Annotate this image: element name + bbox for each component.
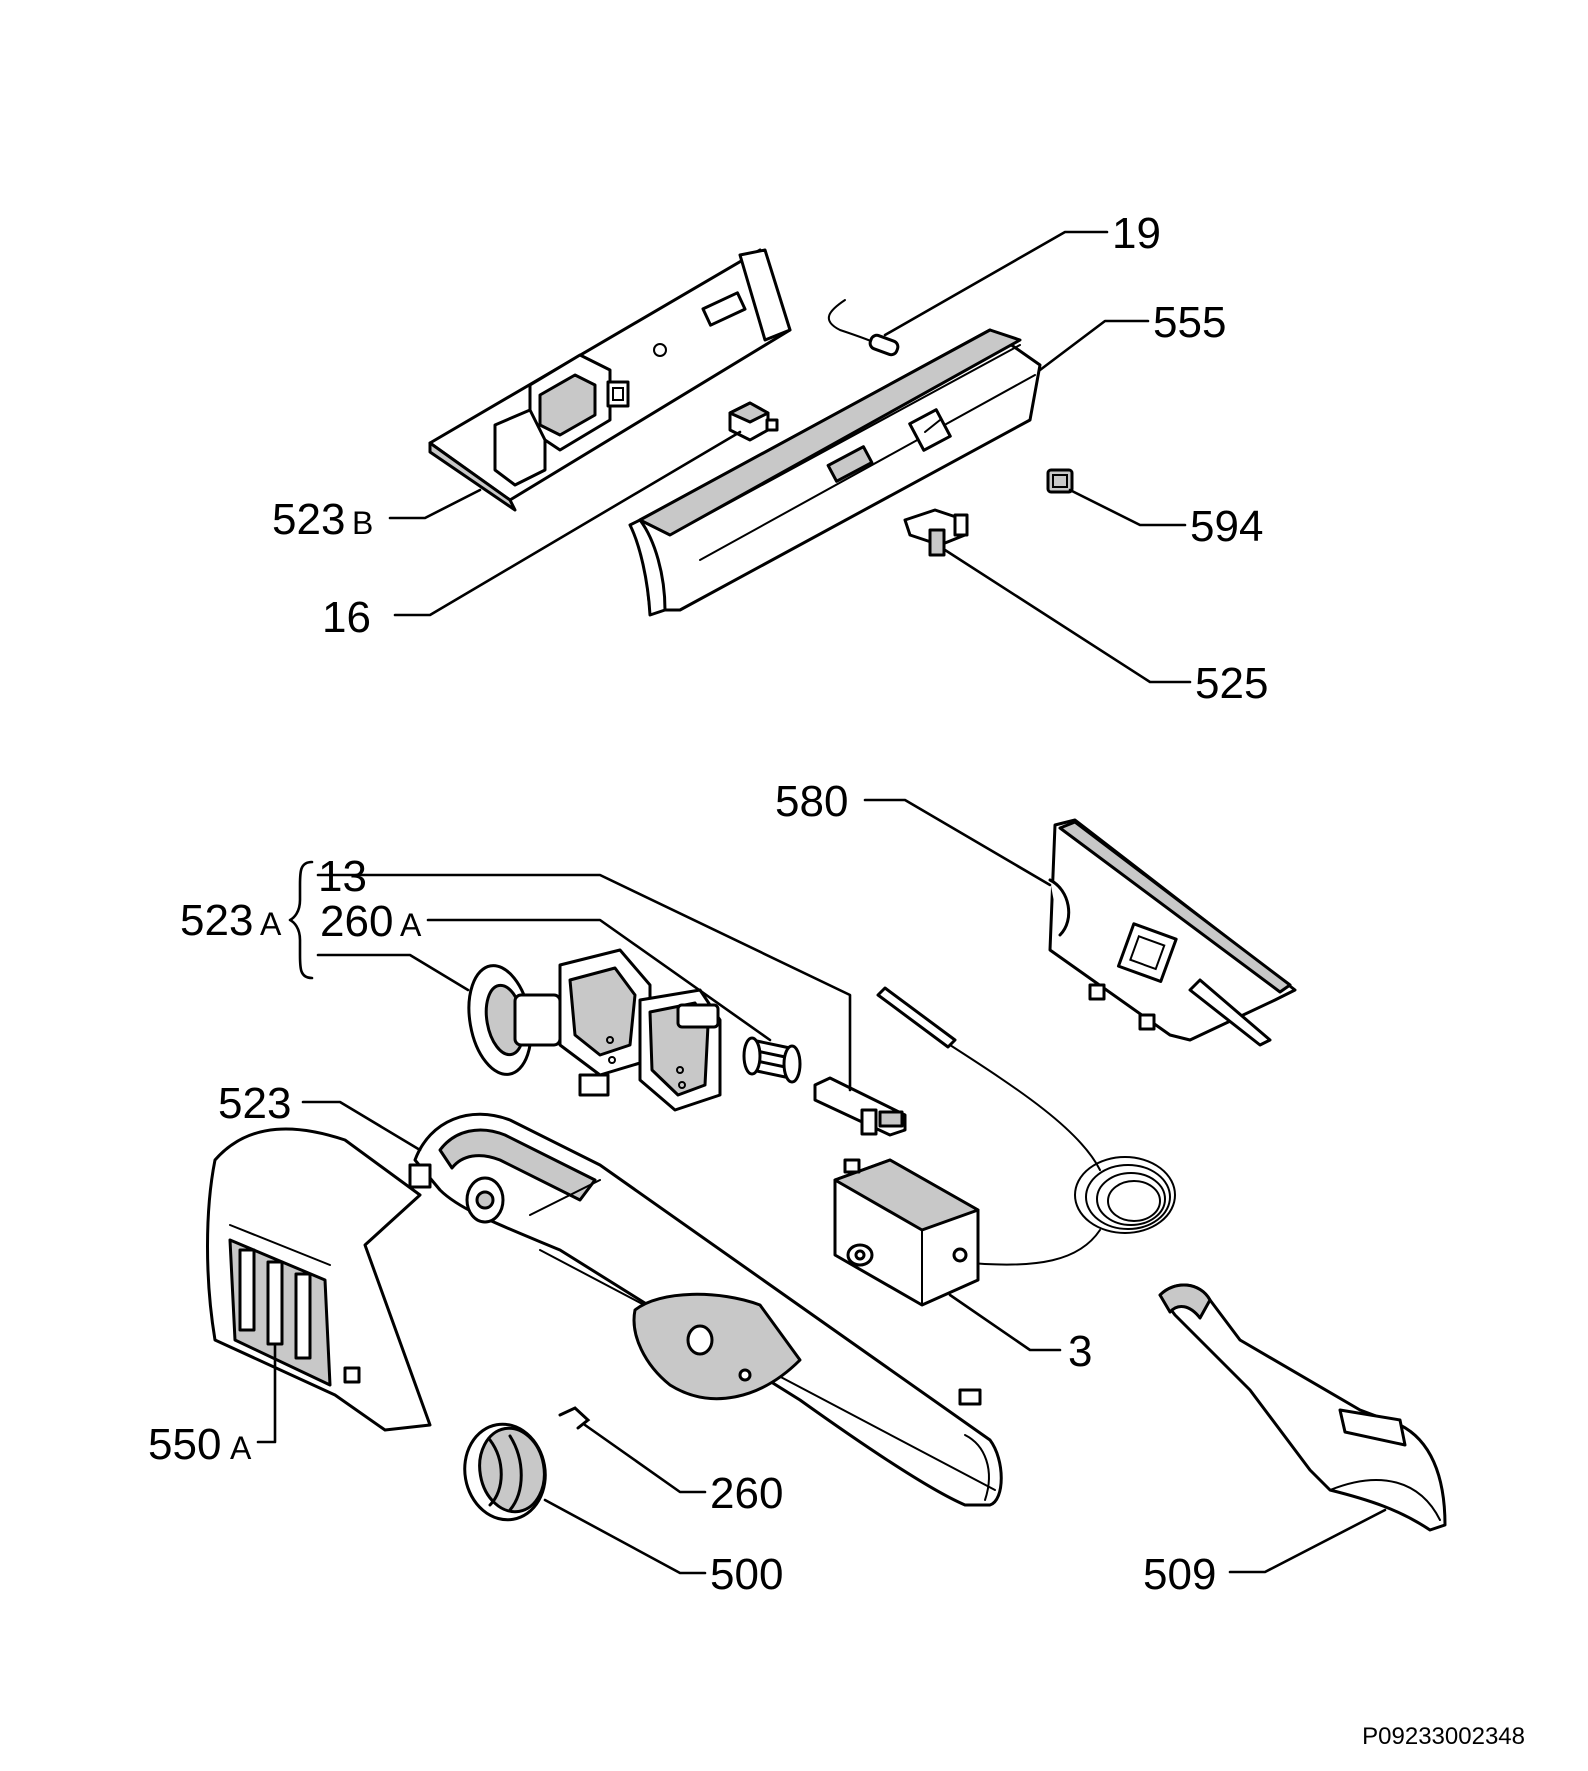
leader-525 [943,548,1192,684]
part-555-cover [628,328,1042,617]
label-523b: 523 [272,495,345,544]
leader-509 [1228,1508,1387,1574]
label-523a-suffix: A [260,906,282,942]
leader-500 [543,1498,707,1575]
label-525: 525 [1195,659,1268,708]
part-580-mount-plate [1048,818,1297,1047]
label-509: 509 [1143,1550,1216,1599]
label-594: 594 [1190,502,1263,551]
label-523: 523 [218,1079,291,1128]
part-500-knob [463,1422,547,1522]
leader-580 [863,798,1052,887]
label-523b-suffix: B [352,505,373,541]
label-523a: 523 [180,896,253,945]
label-16: 16 [322,593,371,642]
leader-550a [256,1343,277,1444]
label-500: 500 [710,1550,783,1599]
leader-3 [948,1293,1062,1352]
label-555: 555 [1153,298,1226,347]
label-260a-suffix: A [400,907,422,943]
part-523-housing [408,1112,1003,1507]
leader-260a [426,918,772,1042]
drawing-code: P09233002348 [1362,1723,1525,1750]
part-16-connector [728,401,779,442]
label-3: 3 [1068,1327,1092,1376]
part-3-control-box [833,1158,980,1307]
label-19: 19 [1112,209,1161,258]
part-260a-spring [742,1036,802,1084]
label-13: 13 [318,852,367,901]
leader-19 [883,230,1109,337]
capillary-tube [876,986,1176,1266]
leader-555 [1038,319,1150,372]
leader-16 [393,430,742,617]
leader-523a-mech [316,953,470,992]
part-525-slider [903,508,969,557]
part-523b-bracket [428,248,792,512]
leader-523b [388,488,482,520]
part-594-clip [1046,468,1074,494]
brace-523a [288,860,314,980]
label-550a: 550 [148,1420,221,1469]
label-260: 260 [710,1469,783,1518]
leader-523 [301,1100,422,1152]
part-550a-front-cover [206,1127,432,1432]
part-19-sensor [827,299,900,357]
label-550a-suffix: A [230,1430,252,1466]
leader-260 [583,1423,707,1494]
label-580: 580 [775,777,848,826]
part-13-slider-pin [813,1076,907,1137]
part-260-clip [558,1406,591,1430]
leader-13 [316,873,852,1092]
part-523a-thermostat [467,948,722,1112]
leader-594 [1068,488,1187,527]
leader-lines [256,230,1387,1575]
label-260a: 260 [320,897,393,946]
part-labels: 19 555 523 B 594 16 525 580 13 523 A 260… [148,209,1268,1599]
part-509-handle [1158,1283,1447,1532]
